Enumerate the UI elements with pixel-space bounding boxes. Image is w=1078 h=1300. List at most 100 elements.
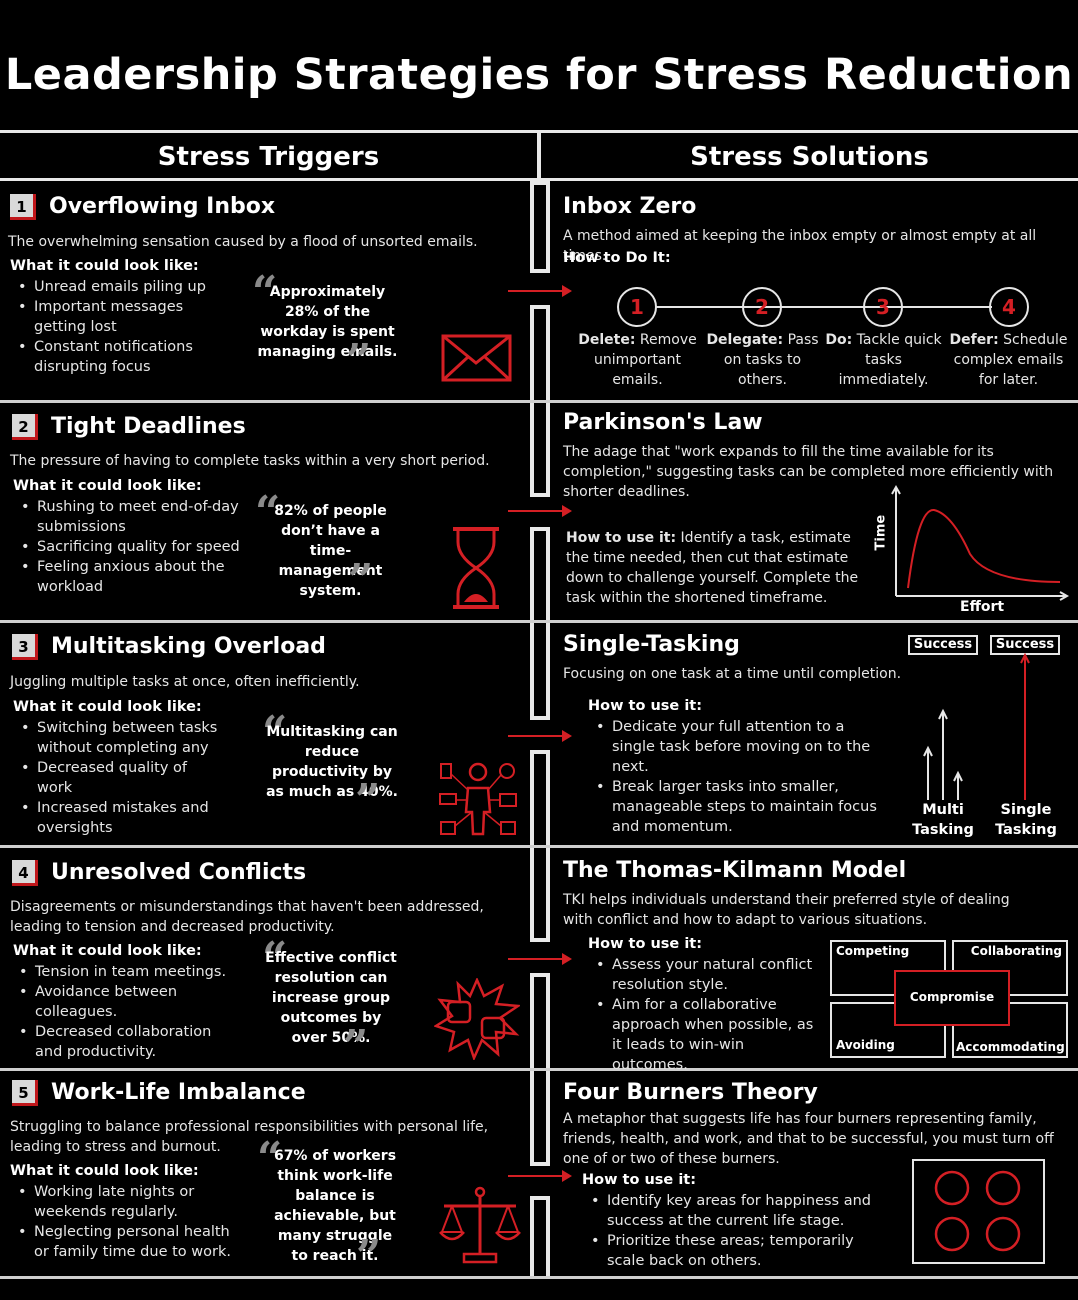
list-item: Aim for a collaborative approach when po… <box>590 995 820 1075</box>
trigger-stat-quote: Approximately 28% of the workday is spen… <box>257 284 398 360</box>
step-label: Delegate: <box>706 332 784 348</box>
step-number: 3 <box>863 287 903 327</box>
arrow-icon <box>508 285 572 297</box>
trigger-number: 3 <box>12 634 38 660</box>
chart-xlabel: Effort <box>960 599 1005 615</box>
step-text: Defer: Schedule complex emails for later… <box>946 330 1071 390</box>
list-item: Switching between tasks without completi… <box>15 718 225 758</box>
list-item: Working late nights or weekends regularl… <box>12 1182 242 1222</box>
row-separator <box>0 845 1078 848</box>
trigger-number: 5 <box>12 1080 38 1106</box>
trigger-title: Overflowing Inbox <box>49 194 276 219</box>
look-like-label: What it could look like: <box>10 1163 199 1179</box>
envelope-icon <box>441 334 512 382</box>
list-item: Decreased quality of work <box>15 758 225 798</box>
list-item: Dedicate your full attention to a single… <box>590 717 880 777</box>
close-quote-icon: ” <box>355 775 381 826</box>
trigger-description: Struggling to balance professional respo… <box>10 1119 489 1155</box>
tki-compromise: Compromise <box>894 970 1010 1026</box>
page-title: Leadership Strategies for Stress Reducti… <box>4 50 1074 100</box>
step-label: Do: <box>825 332 853 348</box>
steps-connector <box>656 306 992 308</box>
list-item: Increased mistakes and oversights <box>15 798 225 838</box>
solution-description: A method aimed at keeping the inbox empt… <box>563 228 1037 264</box>
header-bottom-line <box>0 178 1078 181</box>
trigger-description: Juggling multiple tasks at once, often i… <box>10 674 360 690</box>
step-label: Delete: <box>578 332 636 348</box>
solution-title: Four Burners Theory <box>563 1080 818 1105</box>
arrow-icon <box>508 730 572 742</box>
solution-list: Identify key areas for happiness and suc… <box>585 1191 885 1271</box>
tki-collaborating: Collaborating <box>952 940 1068 996</box>
look-like-label: What it could look like: <box>13 943 202 959</box>
trigger-list: Tension in team meetings. Avoidance betw… <box>13 962 238 1062</box>
trigger-stat-quote: 67% of workers think work-life balance i… <box>273 1148 397 1264</box>
trigger-title: Tight Deadlines <box>51 414 246 439</box>
spine-segment <box>530 527 550 720</box>
close-quote-icon: ” <box>343 1021 369 1072</box>
list-item: Important messages getting lost <box>12 297 237 337</box>
solution-title: Parkinson's Law <box>563 410 763 435</box>
label-line: Tasking <box>912 822 974 838</box>
solution-description: A metaphor that suggests life has four b… <box>563 1111 1054 1167</box>
step-desc: Pass on tasks to others. <box>723 332 819 388</box>
trigger-description: The pressure of having to complete tasks… <box>10 453 490 469</box>
open-quote-icon: “ <box>262 707 288 758</box>
solution-description: Focusing on one task at a time until com… <box>563 666 902 682</box>
howto-label: How to use it: <box>566 530 677 546</box>
trigger-description: Disagreements or misunderstandings that … <box>10 899 484 935</box>
howto-label: How to use it: <box>588 698 703 714</box>
success-box-multi: Success <box>908 635 978 655</box>
solution-list: Assess your natural conflict resolution … <box>590 955 820 1075</box>
step-text: Delete: Remove unimportant emails. <box>575 330 700 390</box>
row-separator <box>0 620 1078 623</box>
open-quote-icon: “ <box>257 1133 283 1184</box>
close-quote-icon: ” <box>356 1231 382 1282</box>
solution-title: Inbox Zero <box>563 194 697 219</box>
list-item: Rushing to meet end-of-day submissions <box>15 497 240 537</box>
trigger-number: 2 <box>12 414 38 440</box>
spine-segment <box>530 1196 550 1278</box>
trigger-description: The overwhelming sensation caused by a f… <box>8 234 478 250</box>
trigger-title: Multitasking Overload <box>51 634 326 659</box>
label-line: Tasking <box>995 822 1057 838</box>
step-text: Do: Tackle quick tasks immediately. <box>821 330 946 390</box>
spine-segment <box>530 181 550 273</box>
howto-label: How to Do It: <box>563 250 671 266</box>
list-item: Avoidance between colleagues. <box>13 982 238 1022</box>
column-heading-triggers: Stress Triggers <box>157 142 380 172</box>
open-quote-icon: “ <box>262 933 288 984</box>
parkinson-curve-chart <box>891 484 1070 601</box>
howto-label: How to use it: <box>582 1172 697 1188</box>
step-number: 1 <box>617 287 657 327</box>
list-item: Neglecting personal health or family tim… <box>12 1222 242 1262</box>
row-separator <box>0 400 1078 403</box>
arrow-icon <box>508 953 572 965</box>
list-item: Assess your natural conflict resolution … <box>590 955 820 995</box>
list-item: Unread emails piling up <box>12 277 237 297</box>
howto-label: How to use it: <box>588 936 703 952</box>
solution-description: The adage that "work expands to fill the… <box>563 444 1054 500</box>
row-separator <box>0 1276 1078 1279</box>
list-item: Break larger tasks into smaller, managea… <box>590 777 880 837</box>
look-like-label: What it could look like: <box>13 478 202 494</box>
step-desc: Schedule complex emails for later. <box>953 332 1068 388</box>
list-item: Sacrificing quality for speed <box>15 537 240 557</box>
howto-text: How to use it: Identify a task, estimate… <box>566 528 866 608</box>
step-label: Defer: <box>949 332 999 348</box>
label-line: Multi <box>922 802 964 818</box>
look-like-label: What it could look like: <box>10 258 199 274</box>
list-item: Prioritize these areas; temporarily scal… <box>585 1231 885 1271</box>
close-quote-icon: ” <box>348 555 374 606</box>
solution-title: The Thomas-Kilmann Model <box>563 858 907 883</box>
step-number: 4 <box>989 287 1029 327</box>
open-quote-icon: “ <box>252 267 278 318</box>
header-divider <box>537 131 541 179</box>
trigger-stat-quote: Multitasking can reduce productivity by … <box>266 724 398 800</box>
stove-burners-icon <box>912 1159 1045 1264</box>
trigger-number: 4 <box>12 860 38 886</box>
look-like-label: What it could look like: <box>13 699 202 715</box>
tki-avoiding: Avoiding <box>830 1002 946 1058</box>
column-heading-solutions: Stress Solutions <box>690 142 929 172</box>
